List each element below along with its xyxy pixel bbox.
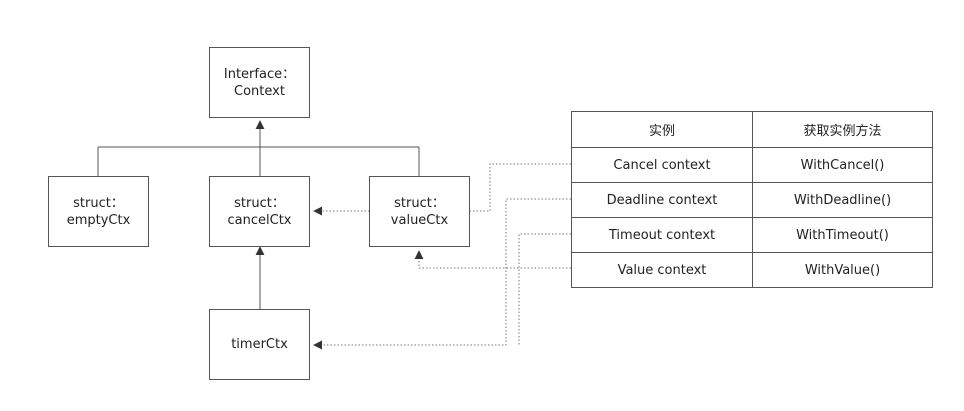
link-timeout-to-timerctx <box>518 233 571 345</box>
empty-ctx-box: struct： emptyCtx <box>48 176 149 247</box>
cancel-ctx-line1: struct： <box>234 195 285 211</box>
table-row: Deadline context WithDeadline() <box>571 182 933 218</box>
value-ctx-box: struct： valueCtx <box>369 176 470 247</box>
cancel-ctx-box: struct： cancelCtx <box>209 176 310 247</box>
timer-ctx-label: timerCtx <box>231 337 288 352</box>
context-interface-line2: Context <box>234 83 285 99</box>
context-interface-box: Interface： Context <box>209 47 310 118</box>
instance-cell: Cancel context <box>571 147 753 183</box>
method-cell: WithTimeout() <box>752 217 933 253</box>
table-header-row: 实例 获取实例方法 <box>571 111 933 148</box>
value-ctx-line1: struct： <box>394 195 445 211</box>
method-cell: WithCancel() <box>752 147 933 183</box>
instance-cell: Timeout context <box>571 217 753 253</box>
link-value-to-valuectx <box>414 250 571 269</box>
instance-cell: Deadline context <box>571 182 753 218</box>
instance-cell: Value context <box>571 252 753 288</box>
value-ctx-line2: valueCtx <box>390 212 449 228</box>
method-cell: WithValue() <box>752 252 933 288</box>
table-row: Cancel context WithCancel() <box>571 147 933 183</box>
empty-ctx-line2: emptyCtx <box>66 212 131 228</box>
context-method-table: 实例 获取实例方法 Cancel context WithCancel() De… <box>571 111 933 288</box>
instance-links <box>313 163 571 350</box>
cancel-ctx-line2: cancelCtx <box>227 212 292 228</box>
context-interface-line1: Interface： <box>223 66 296 82</box>
empty-ctx-line1: struct： <box>73 195 124 211</box>
link-deadline-to-timerctx <box>313 198 571 350</box>
header-instance: 实例 <box>571 111 753 148</box>
method-cell: WithDeadline() <box>752 182 933 218</box>
timer-ctx-box: timerCtx <box>209 309 310 380</box>
inheritance-lines <box>97 120 420 309</box>
header-method: 获取实例方法 <box>752 111 933 148</box>
table-row: Value context WithValue() <box>571 252 933 288</box>
table-row: Timeout context WithTimeout() <box>571 217 933 253</box>
